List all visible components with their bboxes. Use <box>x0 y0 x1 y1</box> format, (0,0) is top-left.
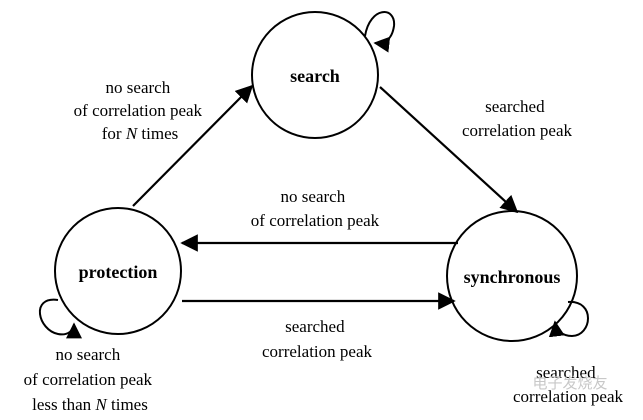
label-line: of correlation peak <box>251 211 380 230</box>
watermark-text: 电子发烧友 <box>532 374 607 392</box>
label-synchronous-self: searched correlation peak <box>513 363 623 406</box>
label-search-to-synchronous: searched correlation peak <box>462 97 572 140</box>
label-line: correlation peak <box>462 121 572 140</box>
label-line: searched <box>536 363 596 382</box>
state-protection-label: protection <box>79 262 158 282</box>
label-line: of correlation peak <box>24 370 153 389</box>
label-line: no search <box>106 78 171 97</box>
state-synchronous-label: synchronous <box>464 267 561 287</box>
label-line: no search <box>56 345 121 364</box>
edge-protection-to-search <box>132 84 254 207</box>
label-line: of correlation peak <box>74 101 203 120</box>
label-protection-to-synchronous: searched correlation peak <box>262 317 372 361</box>
label-line: searched <box>285 317 345 336</box>
label-line: for <box>102 124 126 143</box>
loop-search <box>364 11 396 53</box>
label-protection-to-search: no search of correlation peak for N time… <box>74 78 207 143</box>
label-line: correlation peak <box>513 387 623 406</box>
label-variable-n: N <box>94 395 108 414</box>
label-line: searched <box>485 97 545 116</box>
loop-synchronous <box>548 300 589 338</box>
state-protection <box>54 207 182 335</box>
label-line: correlation peak <box>262 342 372 361</box>
edge-search-to-synchronous <box>379 86 519 214</box>
label-protection-self: no search of correlation peak less than … <box>24 345 157 414</box>
loop-protection <box>39 298 82 339</box>
label-line: no search <box>281 187 346 206</box>
label-line: times <box>137 124 178 143</box>
label-line: less than <box>32 395 95 414</box>
label-synchronous-to-protection: no search of correlation peak <box>251 187 380 230</box>
label-line: times <box>107 395 148 414</box>
state-search <box>251 11 379 139</box>
state-search-label: search <box>290 66 340 86</box>
label-variable-n: N <box>125 124 139 143</box>
